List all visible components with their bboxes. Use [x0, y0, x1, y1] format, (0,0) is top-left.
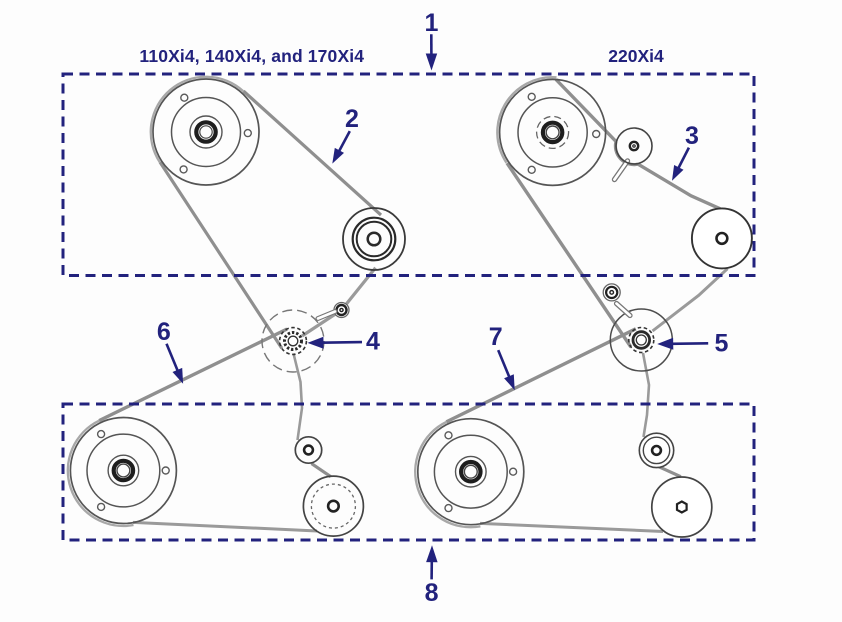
svg-text:3: 3	[685, 122, 699, 150]
svg-text:8: 8	[425, 579, 439, 607]
svg-text:4: 4	[366, 328, 380, 356]
svg-text:6: 6	[157, 318, 171, 346]
svg-text:1: 1	[425, 9, 439, 37]
svg-text:7: 7	[489, 323, 503, 351]
svg-text:220Xi4: 220Xi4	[608, 46, 664, 66]
svg-text:5: 5	[715, 330, 729, 358]
svg-text:2: 2	[345, 105, 359, 133]
svg-text:110Xi4, 140Xi4, and 170Xi4: 110Xi4, 140Xi4, and 170Xi4	[139, 46, 364, 66]
